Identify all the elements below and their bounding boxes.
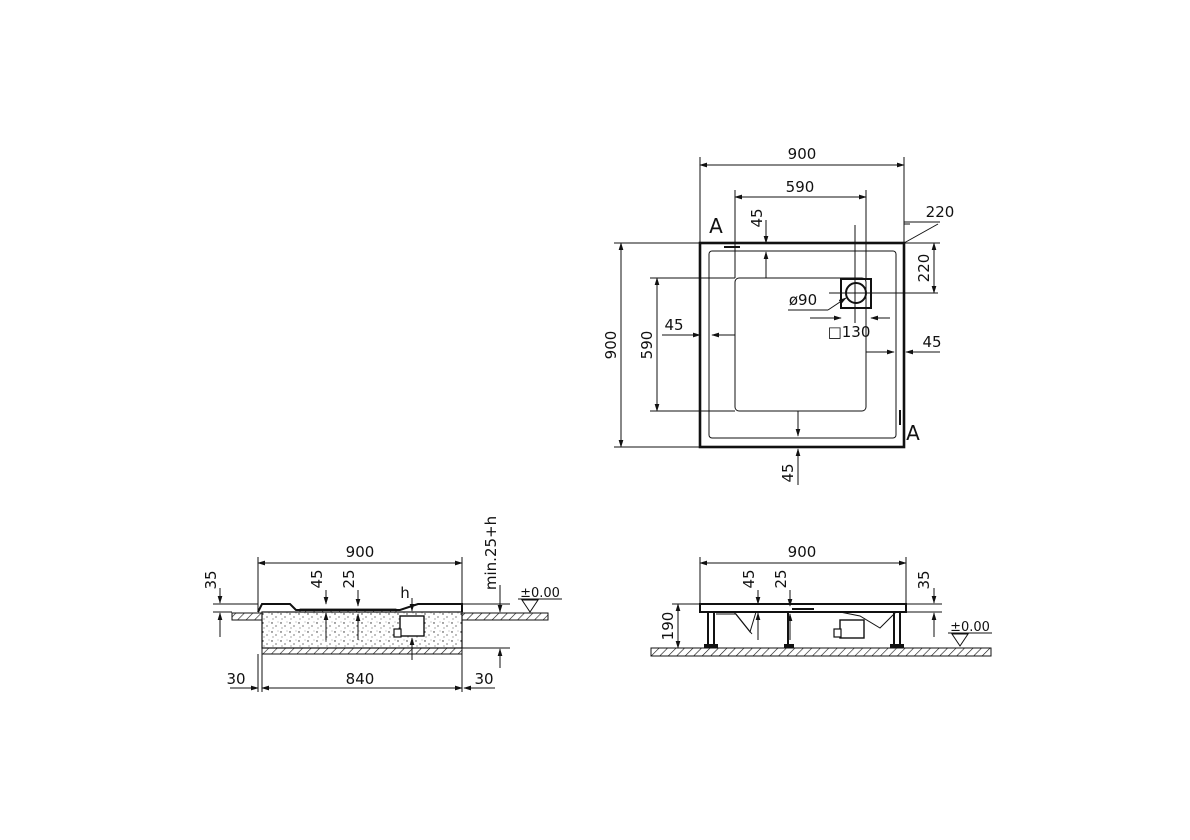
plan-view: 900 590 900 590 45 45 45 45 bbox=[602, 145, 954, 485]
sec1-width-label: 900 bbox=[346, 543, 375, 561]
trap bbox=[399, 615, 425, 637]
plan-drain-box-label: □130 bbox=[828, 323, 871, 341]
plan-rim-top-label: 45 bbox=[748, 208, 766, 227]
plan-depth-label: 900 bbox=[602, 331, 620, 360]
section-installed: 900 45 25 h min.25+h ±0.00 35 bbox=[202, 516, 562, 692]
section-mark-top: A bbox=[709, 214, 723, 238]
sec1-rim-label: 45 bbox=[308, 569, 326, 588]
floor-slab bbox=[650, 647, 992, 657]
recess-floor bbox=[261, 647, 463, 655]
plan-rim-bottom-label: 45 bbox=[779, 463, 797, 482]
sec2-level-label: ±0.00 bbox=[950, 620, 990, 635]
recess-fill bbox=[261, 611, 463, 649]
sec1-side-left-label: 30 bbox=[226, 670, 245, 688]
plan-inner-width-label: 590 bbox=[786, 178, 815, 196]
plan-width-label: 900 bbox=[788, 145, 817, 163]
plan-inner-depth-label: 590 bbox=[638, 331, 656, 360]
plan-drain-offset-y-label: 220 bbox=[915, 254, 933, 283]
sec1-recess-label: min.25+h bbox=[482, 516, 500, 590]
sec2-width-label: 900 bbox=[788, 543, 817, 561]
section-mark-bottom: A bbox=[906, 421, 920, 445]
sec2-depth-label: 25 bbox=[772, 569, 790, 588]
sec1-level-label: ±0.00 bbox=[520, 586, 560, 601]
tray-basin bbox=[734, 277, 867, 412]
sec1-edge-height-label: 35 bbox=[202, 570, 220, 589]
sec1-side-right-label: 30 bbox=[474, 670, 493, 688]
sec2-rim-label: 45 bbox=[740, 569, 758, 588]
sec1-base-width-label: 840 bbox=[346, 670, 375, 688]
sec1-depth-label: 25 bbox=[340, 569, 358, 588]
section-legs: 900 45 25 35 190 ±0.00 bbox=[650, 543, 992, 657]
plan-rim-right-label: 45 bbox=[922, 333, 941, 351]
sec2-edge-height-label: 35 bbox=[915, 570, 933, 589]
tray-rim-inner bbox=[708, 250, 897, 439]
plan-drain-diameter-label: ø90 bbox=[789, 291, 817, 309]
sec1-trap-height-label: h bbox=[400, 584, 410, 602]
sec2-total-height-label: 190 bbox=[659, 612, 677, 641]
plan-drain-offset-x-label: 220 bbox=[926, 203, 955, 221]
tray-outline bbox=[698, 241, 906, 449]
plan-rim-left-label: 45 bbox=[664, 316, 683, 334]
